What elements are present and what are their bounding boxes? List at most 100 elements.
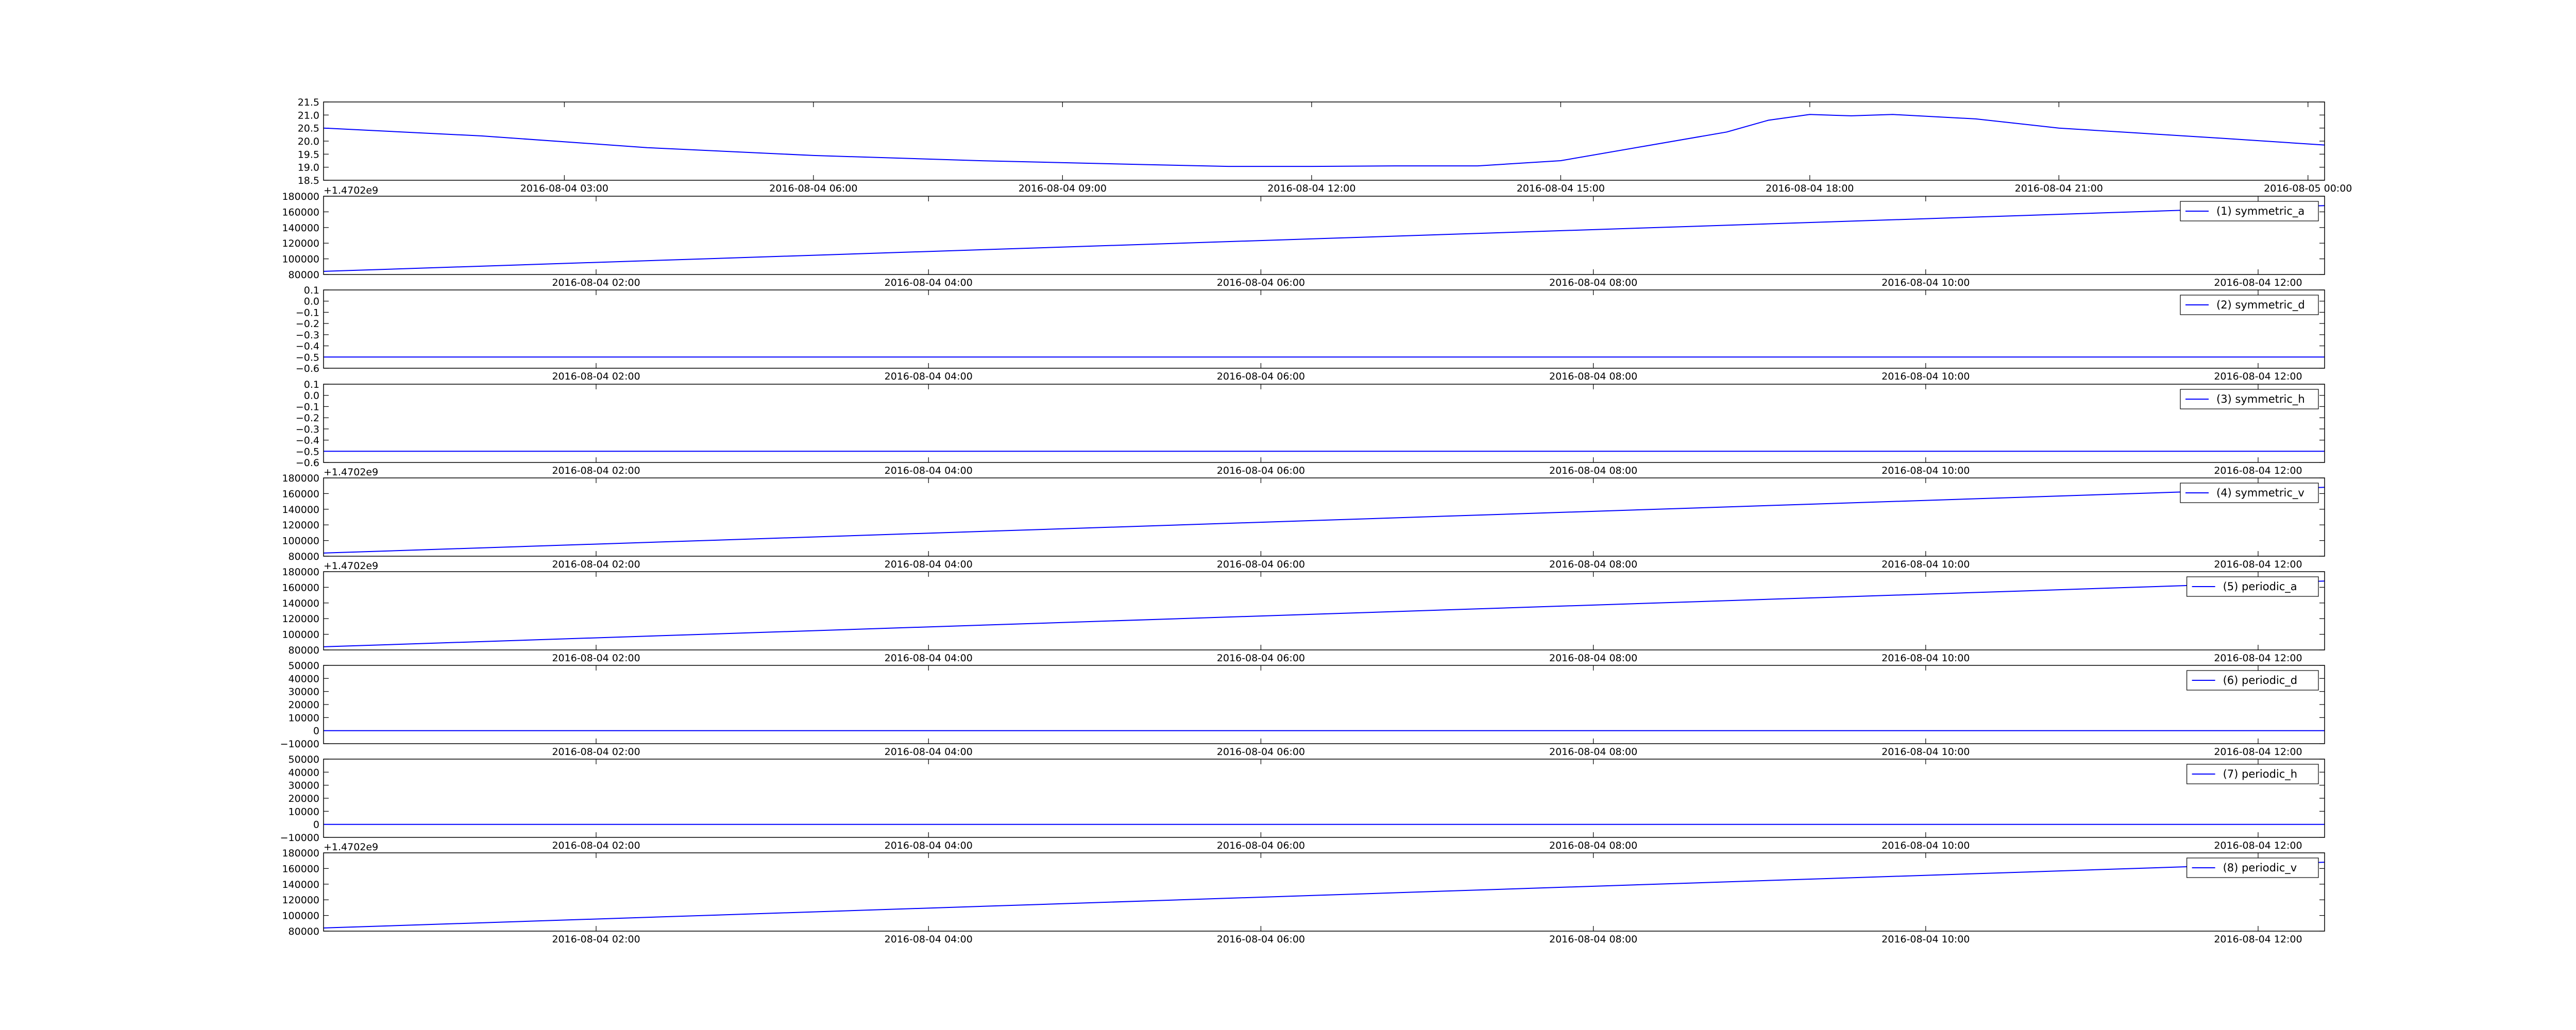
axes-frame — [323, 384, 2325, 463]
x-tick-label: 2016-08-04 06:00 — [769, 183, 857, 194]
x-tick-label: 2016-08-04 06:00 — [1217, 934, 1305, 945]
subplot-9: 80000 100000 120000 140000 160000 180000 2016-… — [282, 842, 2325, 945]
y-tick-label: 0.1 — [304, 379, 319, 390]
y-tick-label: 50000 — [289, 660, 319, 672]
subplot-5: 800001000001200001400001600001800002016-… — [282, 467, 2325, 570]
y-tick-label: 120000 — [282, 895, 319, 906]
series-line — [323, 114, 2325, 167]
x-tick-label: 2016-08-04 10:00 — [1882, 371, 1970, 382]
x-tick-label: 2016-08-04 12:00 — [1267, 183, 1355, 194]
x-tick-label: 2016-08-04 04:00 — [885, 559, 973, 570]
y-tick-label: 100000 — [282, 254, 319, 265]
x-tick-label: 2016-08-04 04:00 — [885, 653, 973, 664]
y-tick-label: 100000 — [282, 911, 319, 922]
x-tick-label: 2016-08-04 10:00 — [1882, 746, 1970, 758]
y-offset-label: +1.4702e9 — [324, 467, 378, 478]
y-tick-label: 10000 — [289, 712, 319, 724]
legend: (1) symmetric_a — [2180, 201, 2319, 221]
y-tick-label: 20.0 — [298, 136, 319, 147]
legend-label: (6) periodic_d — [2223, 674, 2298, 687]
y-tick-label: 21.0 — [298, 110, 319, 121]
y-tick-label: 30000 — [289, 780, 319, 792]
x-tick-label: 2016-08-04 06:00 — [1217, 559, 1305, 570]
x-tick-label: 2016-08-04 12:00 — [2214, 934, 2302, 945]
y-tick-label: −0.2 — [296, 318, 319, 330]
y-tick-label: 80000 — [289, 645, 319, 656]
x-tick-label: 2016-08-04 10:00 — [1882, 934, 1970, 945]
y-tick-label: 100000 — [282, 536, 319, 547]
x-tick-label: 2016-08-04 10:00 — [1882, 840, 1970, 851]
legend: (4) symmetric_v — [2180, 483, 2319, 503]
y-tick-label: −0.1 — [296, 307, 319, 318]
x-tick-label: 2016-08-04 06:00 — [1217, 371, 1305, 382]
y-tick-label: 160000 — [282, 863, 319, 874]
x-tick-label: 2016-08-04 04:00 — [885, 934, 973, 945]
x-tick-label: 2016-08-04 08:00 — [1549, 559, 1637, 570]
y-tick-label: 20000 — [289, 699, 319, 711]
y-tick-label: −0.4 — [296, 341, 319, 352]
x-tick-label: 2016-08-04 12:00 — [2214, 277, 2302, 288]
y-tick-label: 140000 — [282, 504, 319, 516]
y-offset-label: +1.4702e9 — [324, 842, 378, 853]
y-tick-label: 140000 — [282, 222, 319, 234]
y-tick-label: 120000 — [282, 613, 319, 625]
x-tick-label: 2016-08-04 08:00 — [1549, 277, 1637, 288]
y-tick-label: 19.0 — [298, 162, 319, 174]
x-tick-label: 2016-08-04 18:00 — [1766, 183, 1854, 194]
axes-frame — [323, 289, 2325, 369]
y-tick-label: 160000 — [282, 207, 319, 218]
y-tick-label: 10000 — [289, 806, 319, 817]
y-tick-label: 21.5 — [298, 97, 319, 108]
y-tick-label: −10000 — [280, 739, 319, 750]
y-tick-label: 50000 — [289, 754, 319, 765]
legend: (7) periodic_h — [2187, 764, 2319, 784]
y-tick-label: −0.6 — [296, 363, 319, 374]
y-tick-label: 140000 — [282, 879, 319, 890]
legend-label: (7) periodic_h — [2223, 768, 2298, 781]
x-tick-label: 2016-08-04 02:00 — [552, 840, 640, 851]
legend-label: (8) periodic_v — [2223, 862, 2297, 874]
subplot-6: 800001000001200001400001600001800002016-… — [282, 560, 2325, 664]
y-tick-label: 30000 — [289, 686, 319, 698]
y-tick-label: 40000 — [289, 673, 319, 684]
subplot-8: −10000010000200003000040000500002016-08-… — [280, 754, 2325, 851]
series-line — [323, 862, 2325, 929]
x-tick-label: 2016-08-04 08:00 — [1549, 840, 1637, 851]
y-tick-label: 0.0 — [304, 296, 319, 307]
legend-label: (1) symmetric_a — [2216, 205, 2304, 218]
axes-frame — [323, 571, 2325, 650]
series-line — [323, 205, 2325, 272]
x-tick-label: 2016-08-04 10:00 — [1882, 277, 1970, 288]
legend: (3) symmetric_h — [2180, 389, 2319, 409]
series-line — [323, 580, 2325, 647]
y-tick-label: 180000 — [282, 191, 319, 202]
y-tick-label: −10000 — [280, 832, 319, 844]
y-tick-label: 160000 — [282, 488, 319, 500]
y-tick-label: 18.5 — [298, 175, 319, 186]
x-tick-label: 2016-08-04 08:00 — [1549, 746, 1637, 758]
x-tick-label: 2016-08-04 15:00 — [1517, 183, 1605, 194]
x-tick-label: 2016-08-04 04:00 — [885, 746, 973, 758]
x-tick-label: 2016-08-04 02:00 — [552, 934, 640, 945]
y-tick-label: 140000 — [282, 598, 319, 609]
y-tick-label: 80000 — [289, 926, 319, 937]
legend: (5) periodic_a — [2187, 576, 2319, 597]
x-tick-label: 2016-08-04 02:00 — [552, 465, 640, 476]
x-tick-label: 2016-08-04 04:00 — [885, 465, 973, 476]
y-tick-label: 0.1 — [304, 285, 319, 296]
y-tick-label: −0.2 — [296, 413, 319, 424]
x-tick-label: 2016-08-05 00:00 — [2264, 183, 2352, 194]
y-tick-label: 0.0 — [304, 390, 319, 402]
x-tick-label: 2016-08-04 04:00 — [885, 840, 973, 851]
y-tick-label: −0.5 — [296, 446, 319, 457]
x-tick-label: 2016-08-04 02:00 — [552, 559, 640, 570]
y-tick-label: 180000 — [282, 848, 319, 859]
legend: (8) periodic_v — [2187, 857, 2319, 878]
y-tick-label: 180000 — [282, 566, 319, 578]
x-tick-label: 2016-08-04 09:00 — [1019, 183, 1107, 194]
x-tick-label: 2016-08-04 04:00 — [885, 371, 973, 382]
y-tick-label: 19.5 — [298, 149, 319, 160]
x-tick-label: 2016-08-04 06:00 — [1217, 840, 1305, 851]
y-tick-label: −0.3 — [296, 424, 319, 435]
x-tick-label: 2016-08-04 12:00 — [2214, 746, 2302, 758]
